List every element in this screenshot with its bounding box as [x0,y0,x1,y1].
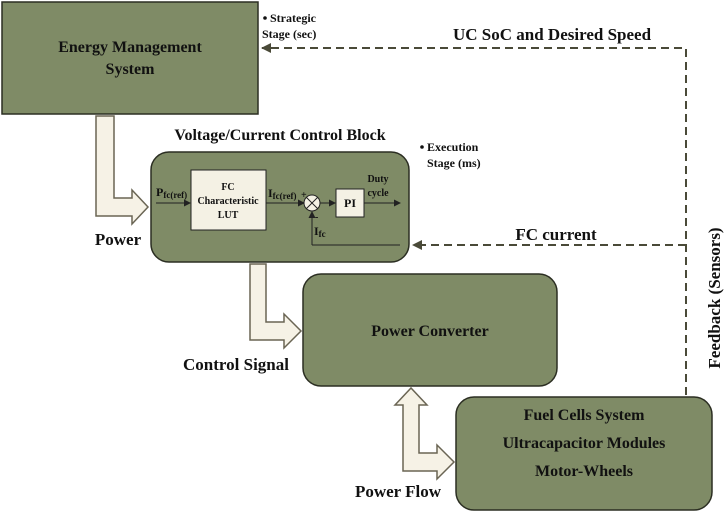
power-converter-box: Power Converter [302,273,558,387]
duty-line2: cycle [367,188,389,199]
lut-line1: FC [221,182,234,193]
power-label: Power [95,230,142,249]
power-arrow [95,115,150,226]
control-signal-arrow [249,263,303,350]
pfc-ref-label: Pfc(ref) [156,185,187,200]
lut-line3: LUT [218,210,239,221]
ems-title-line1: Energy Management [58,39,202,56]
pi-label: PI [344,196,356,210]
ifc-label: Ifc [314,224,326,239]
duty-line1: Duty [367,174,388,185]
fuel-cells-system-label: Fuel Cells System [524,407,646,424]
control-block-box: Pfc(ref) FC Characteristic LUT Ifc(ref) … [150,151,410,263]
summing-junction: + - [301,190,321,223]
control-block-title: Voltage/Current Control Block [174,127,385,144]
motor-wheels-label: Motor-Wheels [535,463,633,480]
ems-title-line2: System [106,61,156,78]
fc-current-feedback-line: FC current [412,225,686,250]
execution-line2: Stage (ms) [427,156,481,170]
plus-sign: + [301,190,307,201]
fc-characteristic-lut-box: FC Characteristic LUT [190,169,267,231]
energy-management-system-box: Energy Management System [1,1,259,115]
bullet-icon [420,145,424,149]
lut-line2: Characteristic [197,196,259,207]
pi-controller-box: PI [335,188,365,218]
execution-line1: Execution [427,140,479,154]
fc-current-label: FC current [515,225,597,244]
power-flow-label: Power Flow [355,482,442,501]
minus-sign: - [315,212,318,223]
power-converter-title: Power Converter [371,323,488,340]
strategic-line2: Stage (sec) [262,27,316,41]
ifc-ref-label: Ifc(ref) [268,186,296,201]
feedback-sensors-label: Feedback (Sensors) [705,227,724,368]
power-flow-arrow [393,386,456,481]
strategic-line1: Strategic [270,11,317,25]
control-signal-label: Control Signal [183,355,289,374]
uc-soc-desired-speed-label: UC SoC and Desired Speed [453,25,652,44]
bullet-icon [263,16,267,20]
execution-stage-note: Execution Stage (ms) [420,140,481,170]
top-feedback-dashed-arrow [261,43,687,395]
top-feedback-line: UC SoC and Desired Speed [261,25,687,395]
ultracapacitor-modules-label: Ultracapacitor Modules [503,435,666,452]
vehicle-system-box: Fuel Cells System Ultracapacitor Modules… [455,396,713,511]
strategic-stage-note: Strategic Stage (sec) [262,11,317,41]
